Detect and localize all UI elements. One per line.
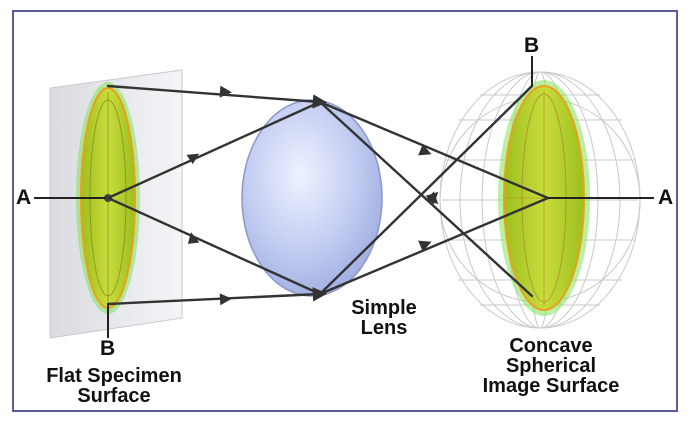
ray-4 <box>106 196 322 296</box>
label-b-specimen: B <box>100 337 116 360</box>
caption-flat-specimen: Flat Specimen Surface <box>28 366 200 406</box>
caption-image-surface: Concave Spherical Image Surface <box>458 336 644 396</box>
light-rays <box>106 84 550 306</box>
caption-lens: Simple Lens <box>344 298 424 338</box>
simple-lens <box>241 99 383 297</box>
ray-2b <box>318 84 534 296</box>
ray-1b <box>318 100 534 298</box>
ray-1 <box>106 84 328 109</box>
label-b-image: B <box>524 34 540 57</box>
reference-leaders <box>34 56 654 338</box>
ray-arrowheads <box>186 85 439 306</box>
ray-2 <box>106 287 328 306</box>
caption-lens-line-2: Lens <box>360 317 408 339</box>
caption-image-surface-line-3: Image Surface <box>482 375 620 397</box>
caption-image-surface-line-2: Spherical <box>505 355 597 377</box>
image-specimen <box>498 80 590 316</box>
ray-4b <box>318 196 550 296</box>
caption-lens-line-1: Simple <box>351 297 417 319</box>
diagram-frame <box>12 10 678 412</box>
label-a-image: A <box>658 186 674 209</box>
label-a-specimen: A <box>16 186 32 209</box>
caption-image-surface-line-1: Concave <box>509 335 593 357</box>
caption-flat-specimen-line-1: Flat Specimen <box>46 365 182 387</box>
ray-3b <box>318 100 550 200</box>
caption-flat-specimen-line-2: Surface <box>77 385 151 407</box>
ray-3 <box>106 100 322 200</box>
